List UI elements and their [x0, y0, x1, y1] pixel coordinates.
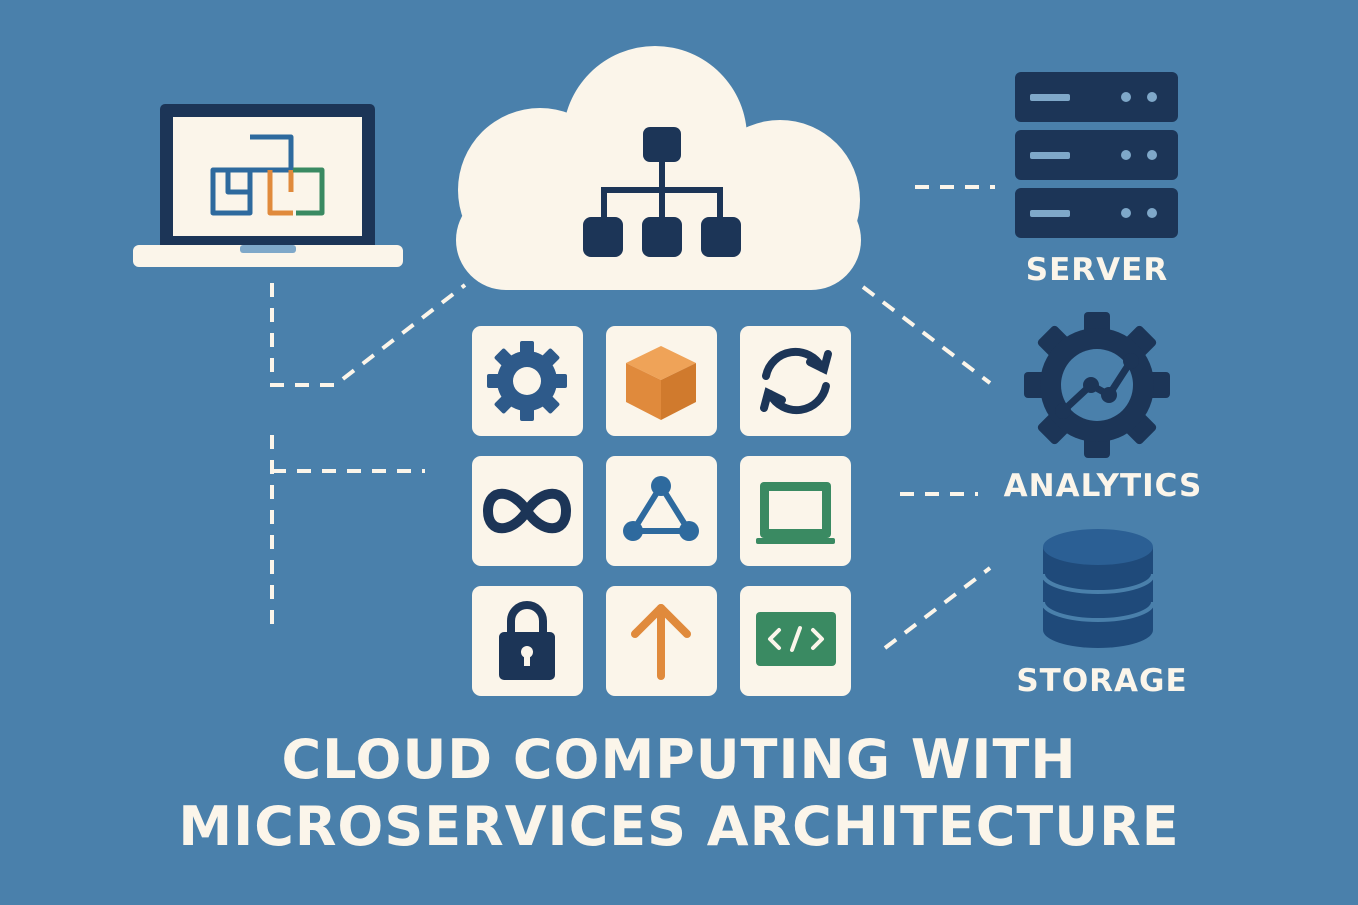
box-icon — [626, 346, 696, 420]
lock-icon — [499, 601, 555, 680]
code-icon — [756, 612, 836, 666]
network-triangle-icon — [623, 476, 699, 541]
laptop-connector — [270, 283, 467, 387]
analytics-label: ANALYTICS — [1003, 468, 1203, 504]
laptop-screen-logo — [210, 134, 325, 216]
infinity-icon — [482, 488, 572, 534]
hierarchy-icon — [583, 127, 741, 257]
gear-icon — [487, 341, 567, 421]
database-icon — [1041, 529, 1155, 648]
analytics-gear-icon — [1024, 312, 1170, 458]
server-icon — [1015, 72, 1178, 238]
storage-label: STORAGE — [1016, 663, 1188, 699]
left-branch-connector — [270, 435, 425, 628]
title-line-1: CLOUD COMPUTING WITH — [281, 728, 1077, 791]
sync-icon — [760, 347, 832, 415]
storage-connector — [883, 566, 992, 650]
title-line-2: MICROSERVICES ARCHITECTURE — [178, 795, 1180, 858]
connector-lines — [270, 185, 995, 650]
server-label: SERVER — [1025, 252, 1169, 288]
monitor-icon — [756, 482, 835, 544]
laptop-icon — [133, 104, 403, 267]
analytics-connector-diagonal — [861, 285, 992, 385]
arrow-up-icon — [631, 604, 691, 680]
